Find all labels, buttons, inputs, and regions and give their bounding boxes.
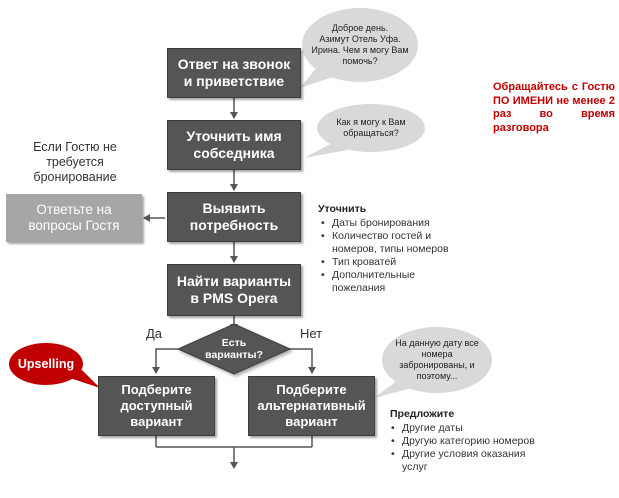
- propose-item: Другие даты: [390, 422, 550, 435]
- answer-questions-box: Ответьте на вопросы Гостя: [6, 194, 142, 242]
- greeting-speech-text: Доброе день. Азимут Отель Уфа. Ирина. Че…: [311, 23, 409, 66]
- connector-yes-branch: [152, 348, 180, 374]
- identify-need-step: Выявить потребность: [167, 192, 301, 242]
- greeting-bubble-shape: [300, 8, 418, 88]
- yes-label: Да: [146, 326, 163, 341]
- name-bubble-shape: [304, 104, 425, 158]
- no-label: Нет: [300, 326, 323, 341]
- offer-alternative-step: Подберите альтернативный вариант: [248, 376, 375, 436]
- clarify-item: Тип кроватей: [320, 256, 452, 269]
- greeting-speech: Доброе день. Азимут Отель Уфа. Ирина. Че…: [304, 14, 416, 76]
- offer-available-step: Подберите доступный вариант: [98, 376, 215, 436]
- no-rooms-speech: На данную дату все номера забронированы,…: [384, 332, 490, 388]
- propose-list: Другие даты Другую категорию номеров Дру…: [390, 422, 550, 474]
- name-rule-note: Обращайтесь с Гостю ПО ИМЕНИ не менее 2 …: [493, 81, 615, 134]
- clarify-list: Даты бронирования Количество гостей и но…: [320, 217, 452, 295]
- find-options-step-label: Найти варианты в PMS Opera: [176, 273, 292, 306]
- offer-available-step-label: Подберите доступный вариант: [120, 382, 193, 429]
- no-rooms-speech-text: На данную дату все номера забронированы,…: [395, 338, 479, 381]
- no-booking-note: Если Гостю не требуется бронирование: [33, 140, 117, 184]
- clarify-heading: Уточнить: [318, 203, 367, 215]
- name-speech: Как я могу к Вам обращаться?: [320, 110, 422, 146]
- no-rooms-bubble-shape: [374, 327, 492, 398]
- name-speech-text: Как я могу к Вам обращаться?: [336, 117, 406, 138]
- clarify-name-step-label: Уточнить имя собседника: [186, 128, 282, 161]
- decision-label: Есть варианты?: [205, 337, 263, 361]
- decision-diamond: [176, 323, 292, 375]
- upselling-badge-shape: [9, 343, 100, 388]
- answer-questions-label: Ответьте на вопросы Гостя: [28, 202, 120, 233]
- identify-need-step-label: Выявить потребность: [189, 200, 279, 233]
- clarify-item: Количество гостей и номеров, типы номеро…: [320, 230, 452, 256]
- propose-heading: Предложите: [390, 408, 455, 420]
- offer-alternative-step-label: Подберите альтернативный вариант: [257, 382, 366, 429]
- connector-no-branch: [288, 348, 316, 374]
- upselling-label: Upselling: [17, 357, 75, 371]
- greeting-step-label: Ответ на звонок и приветствие: [177, 56, 291, 89]
- propose-item: Другую категорию номеров: [390, 435, 550, 448]
- propose-item: Другие условия оказания услуг: [390, 448, 550, 474]
- clarify-item: Даты бронирования: [320, 217, 452, 230]
- find-options-step: Найти варианты в PMS Opera: [167, 264, 301, 316]
- clarify-name-step: Уточнить имя собседника: [167, 120, 301, 170]
- greeting-step: Ответ на звонок и приветствие: [167, 48, 301, 98]
- clarify-item: Дополнительные пожелания: [320, 269, 452, 295]
